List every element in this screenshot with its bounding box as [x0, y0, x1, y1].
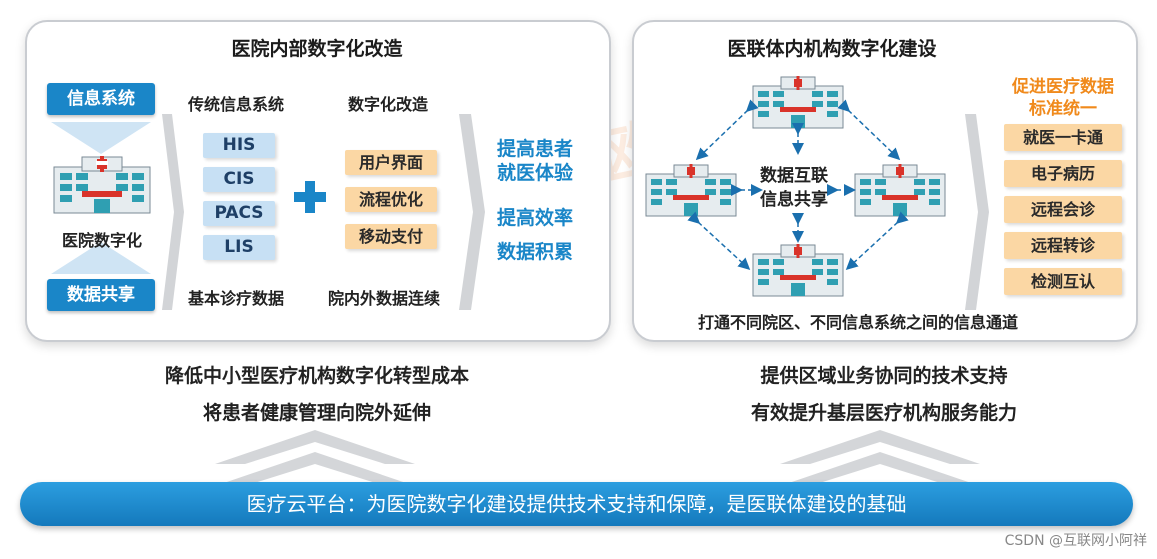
service-box-emr: 电子病历: [1004, 160, 1122, 187]
left-panel-title: 医院内部数字化改造: [231, 38, 403, 60]
hospital-network-diagram: [645, 75, 946, 297]
hospital-icon-bottom: [752, 243, 844, 297]
big-arrow-icon-2: [459, 114, 485, 310]
col2-footer: 院内外数据连续: [328, 289, 441, 308]
left-caption-1: 降低中小型医疗机构数字化转型成本: [164, 365, 469, 387]
system-box-lis: LIS: [203, 235, 275, 260]
reform-box-ui: 用户界面: [345, 150, 437, 175]
col2-header: 数字化改造: [348, 95, 429, 114]
system-box-cis: CIS: [203, 167, 275, 192]
hospital-icon-top: [752, 75, 844, 129]
col1-header: 传统信息系统: [188, 95, 285, 114]
up-chevrons-left: [215, 430, 415, 486]
data-share-pill: 数据共享: [47, 279, 155, 311]
cloud-platform-banner: 医疗云平台：为医院数字化建设提供技术支持和保障，是医联体建设的基础: [20, 482, 1133, 526]
plus-icon: [294, 181, 326, 213]
flow-chevrons-left: [51, 122, 151, 274]
service-box-referral: 远程转诊: [1004, 232, 1122, 259]
right-panel-title: 医联体内机构数字化建设: [727, 38, 937, 60]
reform-box-payment: 移动支付: [345, 224, 437, 249]
right-caption-1: 提供区域业务协同的技术支持: [760, 365, 1008, 387]
network-center-label: 数据互联 信息共享: [760, 166, 828, 210]
benefit-data: 数据积累: [497, 241, 574, 263]
hospital-icon-left: [53, 156, 151, 214]
csdn-watermark: CSDN @互联网小阿祥: [1004, 533, 1147, 549]
hospital-icon-left: [645, 163, 737, 217]
big-arrow-icon-1: [162, 114, 184, 310]
standard-goal: 促进医疗数据 标准统一: [1012, 77, 1114, 119]
info-system-pill: 信息系统: [47, 83, 155, 115]
hospital-digital-label: 医院数字化: [62, 231, 143, 250]
big-arrow-icon-3: [965, 114, 989, 310]
system-box-pacs: PACS: [203, 201, 275, 226]
reform-box-process: 流程优化: [345, 187, 437, 212]
hospital-icon-right: [854, 163, 946, 217]
system-box-his: HIS: [203, 133, 275, 158]
network-footer: 打通不同院区、不同信息系统之间的信息通道: [698, 313, 1019, 332]
benefit-experience: 提高患者 就医体验: [497, 138, 574, 184]
col1-footer: 基本诊疗数据: [188, 289, 285, 308]
service-box-consult: 远程会诊: [1004, 196, 1122, 223]
service-box-mutual: 检测互认: [1004, 268, 1122, 295]
up-chevrons-right: [780, 430, 980, 486]
benefit-efficiency: 提高效率: [497, 207, 574, 229]
right-caption-2: 有效提升基层医疗机构服务能力: [750, 402, 1017, 424]
service-box-card: 就医一卡通: [1004, 124, 1122, 151]
left-caption-2: 将患者健康管理向院外延伸: [202, 402, 431, 424]
